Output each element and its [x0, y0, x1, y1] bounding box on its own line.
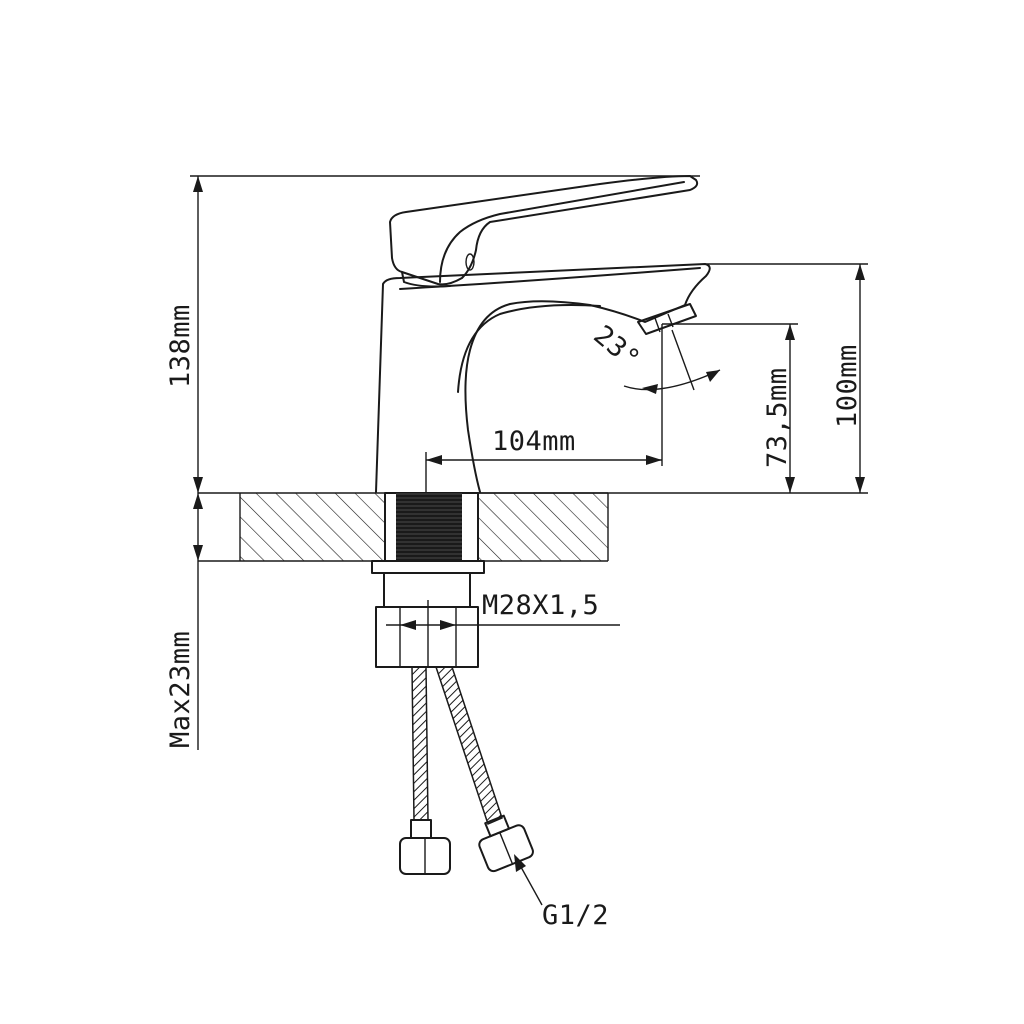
countertop [198, 492, 609, 562]
mounting-stem [371, 492, 485, 668]
aerator-height-label: 73,5mm [762, 367, 793, 468]
dimension-spout-reach: 104mm [425, 324, 663, 492]
dimension-total-height: 138mm [165, 175, 700, 493]
spout-reach-label: 104mm [492, 426, 576, 457]
supply-hoses [399, 666, 534, 875]
spout-height-label: 100mm [832, 344, 863, 428]
hose-connection-label: G1/2 [542, 900, 609, 931]
deck-thickness-label: Max23mm [165, 631, 196, 748]
total-height-label: 138mm [165, 304, 196, 388]
dimension-spout-height: 100mm [478, 263, 868, 494]
spout-angle-label: 23° [588, 320, 646, 376]
mount-thread-label: M28X1,5 [482, 590, 599, 621]
dimension-deck-thickness: Max23mm [165, 493, 203, 750]
dimension-aerator-height: 73,5mm [662, 323, 798, 493]
dimension-hose-connection: G1/2 [514, 854, 609, 931]
lever-handle [389, 175, 699, 288]
dimension-mount-thread: M28X1,5 [386, 590, 620, 630]
